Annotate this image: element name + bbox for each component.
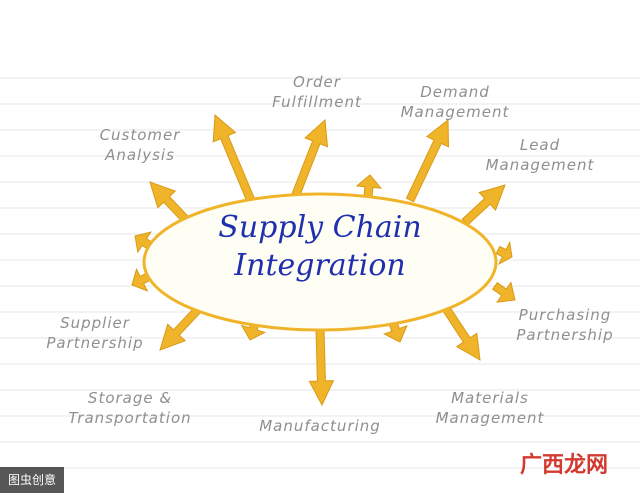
- watermark-right: 广西龙网: [519, 453, 608, 478]
- arrow-10: [492, 281, 516, 303]
- arrow-5: [461, 184, 506, 226]
- label-storage: Storage & Transportation: [68, 389, 192, 427]
- center-title: Supply Chain Integration: [200, 210, 440, 284]
- arrow-2: [290, 118, 329, 200]
- center-title-line1: Supply Chain: [218, 210, 422, 245]
- label-demand: Demand Management: [400, 83, 510, 121]
- center-ellipse: [142, 192, 498, 332]
- label-manufacturing: Manufacturing: [259, 417, 381, 435]
- arrow-8: [495, 240, 513, 266]
- arrow-4: [405, 118, 450, 203]
- watermark-left: 图虫创意: [0, 467, 65, 493]
- arrow-6: [149, 181, 192, 226]
- center-title-line2: Integration: [234, 248, 406, 283]
- arrow-1: [212, 113, 257, 206]
- label-materials: Materials Management: [435, 389, 545, 427]
- label-customer: Customer Analysis: [99, 126, 181, 164]
- label-supplier: Supplier Partnership: [46, 314, 144, 352]
- arrow-15: [441, 304, 481, 361]
- label-purchasing: Purchasing Partnership: [516, 306, 614, 344]
- arrow-13: [308, 328, 335, 407]
- arrows-group: [131, 113, 516, 407]
- label-lead: Lead Management: [485, 136, 595, 174]
- label-order: Order Fulfillment: [272, 73, 362, 111]
- arrow-3: [355, 174, 383, 198]
